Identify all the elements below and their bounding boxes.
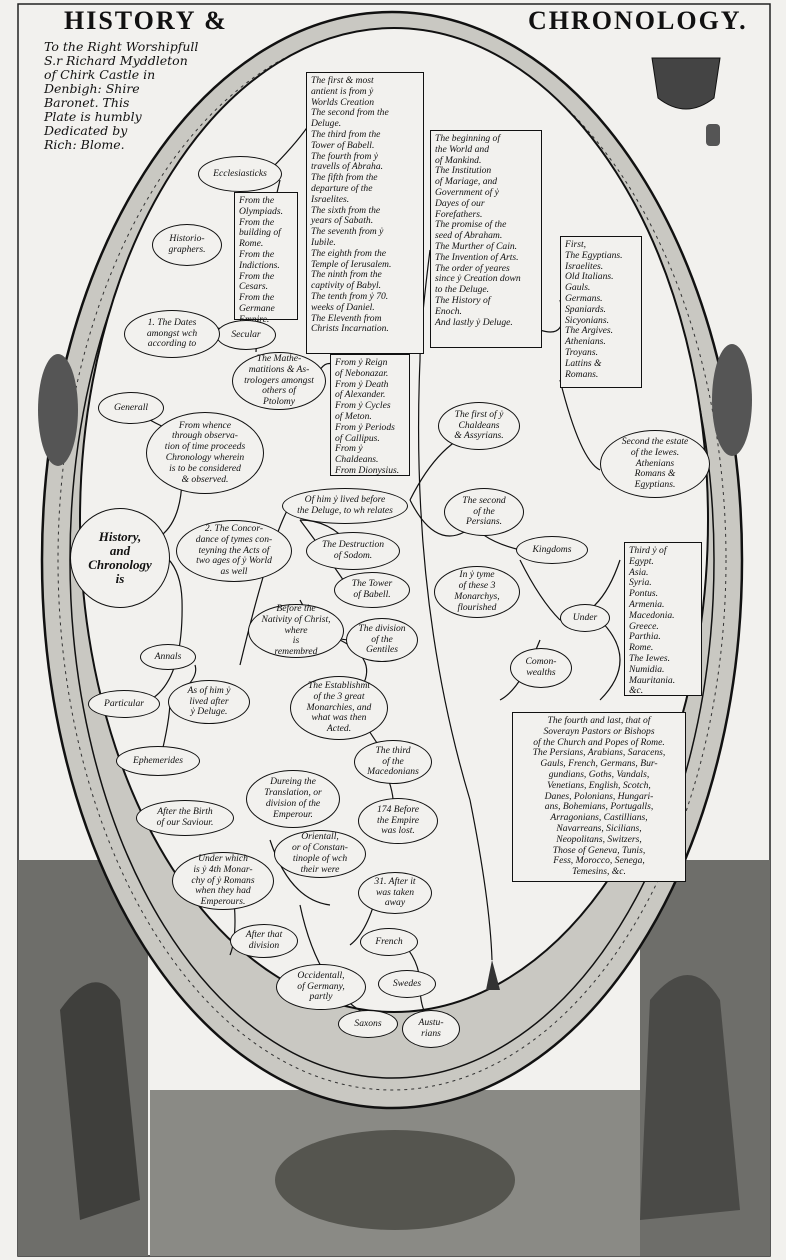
node-peoples: First, The Egyptians. Israelites. Old It… [560,236,642,388]
node-concordance: 2. The Concor- dance of tymes con- teyni… [176,520,292,582]
node-fromwhence: From whence through observa- tion of tim… [146,412,264,494]
node-second-estate: Second the estate of the Iewes. Athenian… [600,430,710,498]
node-before-deluge: Of him ẏ lived before the Deluge, to wh … [282,488,408,524]
dedication: To the Right Worshipfull S.r Richard Myd… [44,39,199,152]
fame-figure [640,975,740,1220]
node-french: French [360,928,418,956]
node-swedes: Swedes [378,970,436,998]
node-first-chaldeans: The first of ẏ Chaldeans & Assyrians. [438,402,520,450]
father-time-figure [60,982,140,1220]
node-third-macedonians: The third of the Macedonians [354,740,432,784]
node-historiographers: Historio- graphers. [152,224,222,266]
right-shield [712,344,752,456]
hand-emblem [706,124,720,146]
node-beginning: The beginning of the World and of Mankin… [430,130,542,348]
tassel [486,960,500,990]
node-reign: From ẏ Reign of Nebonazar. From ẏ Death … [330,354,410,476]
node-under: Under [560,604,610,632]
node-comonwealths: Comon- wealths [510,648,572,688]
node-fourth-last: The fourth and last, that of Soverayn Pa… [512,712,686,882]
node-worlds-creation: The first & most antient is from ẏ World… [306,72,424,354]
center-node: History, and Chronology is [70,508,170,608]
node-after-division: After that division [230,924,298,958]
node-dates: 1. The Dates amongst wch according to [124,310,220,358]
title-left: HISTORY & [64,6,228,35]
node-birth-saviour: After the Birth of our Saviour. [136,800,234,836]
node-austurians: Austu- rians [402,1010,460,1048]
node-three-monarchies: In ẏ tyme of these 3 Monarchys, flourish… [434,566,520,618]
node-before-nativity: Before the Nativity of Christ, where is … [248,603,344,658]
node-fourth-monarchy: Under which is ẏ 4th Monar- chy of ẏ Rom… [172,852,274,910]
node-ephemerides: Ephemerides [116,746,200,776]
node-saxons: Saxons [338,1010,398,1038]
node-kingdoms: Kingdoms [516,536,588,564]
node-a31: 31. After it was taken away [358,872,432,914]
node-ecclesiasticks: Ecclesiasticks [198,156,282,192]
left-shield [38,354,78,466]
node-second-persians: The second of the Persians. [444,488,524,536]
node-occidentall: Occidentall, of Germany, partly [276,964,366,1010]
node-lived-after: As of him ẏ lived after ẏ Deluge. [168,680,250,724]
node-translation: Dureing the Translation, or division of … [246,770,340,828]
node-establishment: The Establishmt of the 3 great Monarchie… [290,676,388,740]
node-generall: Generall [98,392,164,424]
node-destruction: The Destruction of Sodom. [306,532,400,570]
node-orientall: Orientall, or of Constan- tinople of wch… [274,830,366,878]
crowns-pile [275,1130,515,1230]
coat-of-arms [651,57,721,110]
ornament-band [57,29,727,1091]
title-right: CHRONOLOGY. [528,6,748,35]
node-tower: The Tower of Babell. [334,572,410,608]
node-third-egypt: Third ẏ of Egypt. Asia. Syria. Pontus. A… [624,542,702,696]
node-olympiads: From the Olympiads. From the building of… [234,192,298,325]
node-annals: Annals [140,644,196,670]
node-division-gentiles: The division of the Gentiles [346,618,418,662]
node-particular: Particular [88,690,160,718]
node-secular: Secular [216,320,276,350]
node-b174: 174 Before the Empire was lost. [358,798,438,844]
node-mathematitions: The Mathe- matitions & As- trologers amo… [232,352,326,410]
